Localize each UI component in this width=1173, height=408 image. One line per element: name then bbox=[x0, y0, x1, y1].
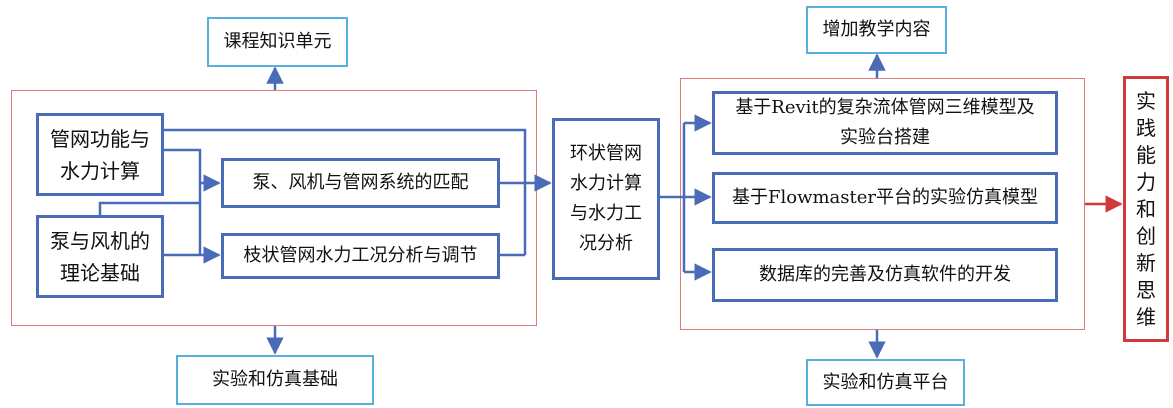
box-branch-network-analysis: 枝状管网水力工况分析与调节 bbox=[221, 233, 500, 279]
box-database-software: 数据库的完善及仿真软件的开发 bbox=[712, 248, 1058, 302]
label-add-content: 增加教学内容 bbox=[806, 6, 947, 54]
box-flowmaster-model: 基于Flowmaster平台的实验仿真模型 bbox=[712, 172, 1058, 224]
left-group-frame bbox=[11, 90, 537, 326]
label-course-units: 课程知识单元 bbox=[207, 17, 348, 67]
label-experiment-platform: 实验和仿真平台 bbox=[806, 359, 965, 406]
box-loop-network-analysis: 环状管网水力计算与水力工况分析 bbox=[552, 118, 660, 280]
box-revit-model: 基于Revit的复杂流体管网三维模型及实验台搭建 bbox=[712, 91, 1058, 155]
box-pump-network-matching: 泵、风机与管网系统的匹配 bbox=[221, 158, 500, 208]
box-pipe-network-hydraulics: 管网功能与水力计算 bbox=[36, 113, 164, 196]
box-pump-fan-theory: 泵与风机的理论基础 bbox=[36, 215, 164, 298]
box-practical-innovation: 实践能力和创新思维 bbox=[1123, 76, 1169, 342]
label-experiment-basis: 实验和仿真基础 bbox=[176, 355, 374, 405]
right-group-frame bbox=[680, 78, 1085, 330]
